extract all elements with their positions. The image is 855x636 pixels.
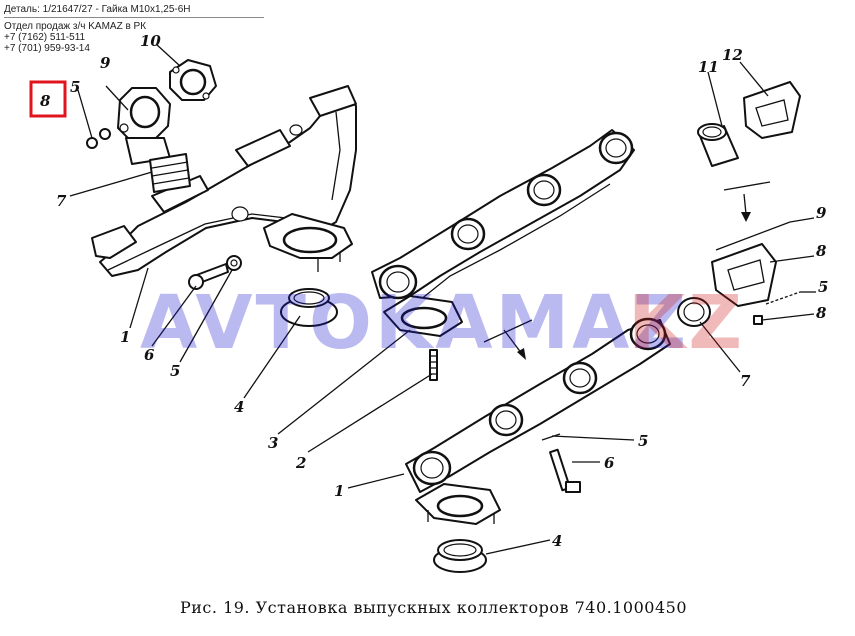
bolt-6-left (188, 255, 242, 290)
header-info: Деталь: 1/21647/27 - Гайка M10x1,25-6H О… (4, 4, 264, 54)
flow-arrow-right (723, 181, 771, 222)
label-7-right: 7 (740, 372, 751, 390)
elbow-pipe-9 (117, 87, 171, 165)
label-4: 4 (234, 398, 244, 416)
label-8-right: 8 (816, 242, 827, 260)
sleeve-4-right (433, 539, 487, 573)
highlight-box-8: 8 (29, 80, 67, 118)
phone-number-2: +7 (701) 959-93-14 (4, 43, 90, 54)
sleeve-4-left (280, 288, 338, 327)
label-1-bottom: 1 (334, 482, 344, 500)
label-7: 7 (56, 192, 67, 210)
elbow-8-right (711, 243, 777, 307)
label-11: 11 (698, 58, 719, 76)
header-divider (4, 17, 264, 18)
leader-lines (69, 43, 816, 555)
gasket-10 (169, 59, 217, 101)
watermark-kz: KZ (628, 280, 745, 366)
label-5-right: 5 (818, 278, 828, 296)
left-manifold-1 (91, 85, 357, 277)
bushing-11 (697, 123, 739, 167)
elbow-12 (743, 81, 801, 139)
watermark: AVTOKAMAZ KZ (140, 280, 745, 366)
label-8-right-lower: 8 (816, 304, 827, 322)
detail-title: Деталь: 1/21647/27 - Гайка M10x1,25-6H (4, 4, 191, 15)
part-labels: 5 9 10 7 1 6 5 4 3 2 11 12 9 8 5 8 7 5 6… (56, 32, 828, 550)
center-manifold-3 (371, 129, 635, 337)
washer-5-right (541, 433, 561, 441)
label-10: 10 (140, 32, 161, 50)
bolt-6-right (549, 448, 581, 493)
label-4-bottom: 4 (552, 532, 562, 550)
phone-number-1: +7 (7162) 511-511 (4, 32, 86, 43)
label-9-right: 9 (816, 204, 827, 222)
watermark-avtokamaz: AVTOKAMAZ (140, 280, 689, 366)
label-1: 1 (120, 328, 130, 346)
nut-8-and-washer-5-left (86, 128, 111, 149)
figure-caption: Рис. 19. Установка выпускных коллекторов… (180, 598, 687, 617)
sales-department: Отдел продаж з/ч KAMAZ в РК (4, 21, 147, 32)
label-3: 3 (268, 434, 278, 452)
gasket-9-right (715, 221, 791, 251)
label-2: 2 (295, 454, 306, 472)
label-6: 6 (144, 346, 155, 364)
label-6-bottom: 6 (604, 454, 615, 472)
label-9: 9 (100, 54, 111, 72)
flow-arrow-center (483, 319, 533, 360)
right-manifold-1 (405, 317, 671, 525)
ring-7-right (677, 297, 711, 327)
label-8-highlighted: 8 (40, 92, 51, 110)
label-12: 12 (722, 46, 743, 64)
label-5-lower: 5 (170, 362, 180, 380)
label-5-bottom: 5 (638, 432, 648, 450)
ring-7 (149, 153, 191, 193)
label-5: 5 (70, 78, 80, 96)
stud-2 (429, 349, 438, 381)
